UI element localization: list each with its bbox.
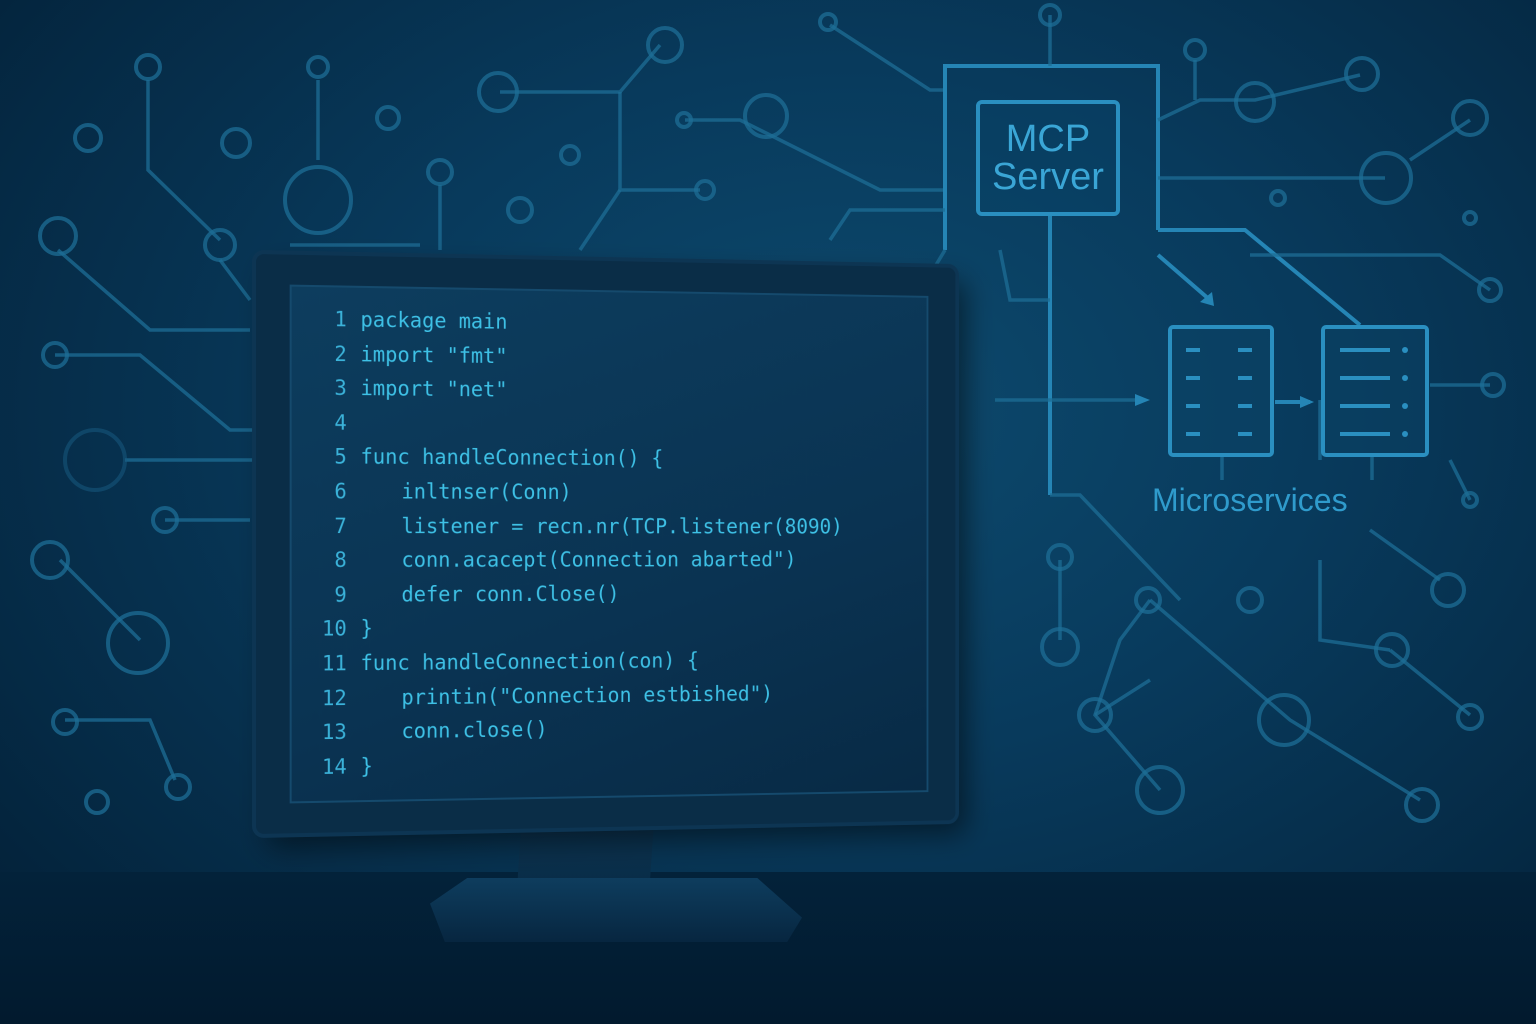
code-line: 6 inltnser(Conn): [292, 479, 927, 515]
code-line: 7 listener = recn.nr(TCP.listener(8090): [292, 514, 927, 549]
code-text: }: [360, 616, 373, 641]
line-number: 3: [334, 376, 347, 401]
line-number: 8: [334, 548, 347, 573]
line-number: 11: [321, 651, 347, 676]
code-line: 5 func handleConnection() {: [292, 445, 927, 482]
code-editor-screen: 1 package main 2 import "fmt" 3 import "net" 4…: [289, 284, 929, 804]
code-line: 9 defer conn.Close(): [292, 581, 927, 617]
line-number: 2: [334, 341, 347, 366]
line-number: 13: [321, 720, 347, 745]
code-text: conn.acacept(Connection abarted"): [401, 548, 797, 572]
code-text: import "net": [360, 376, 508, 402]
code-line: 4: [292, 410, 927, 449]
code-text: inltnser(Conn): [401, 479, 572, 504]
line-number: 1: [334, 307, 347, 332]
code-line: 10}: [292, 614, 927, 652]
code-text: printin("Connection estbished"): [401, 681, 774, 709]
line-number: 12: [321, 685, 347, 710]
line-number: 14: [321, 754, 347, 779]
server-rack-icon: [1321, 325, 1429, 457]
server-rack-icon: [1168, 325, 1274, 457]
code-text: func handleConnection(con) {: [360, 648, 699, 675]
code-line: 3 import "net": [292, 376, 927, 416]
line-number: 4: [334, 410, 347, 435]
line-number: 9: [334, 582, 347, 607]
code-text: }: [360, 754, 373, 779]
monitor-stand-base: [430, 878, 802, 942]
line-number: 7: [334, 513, 347, 538]
line-number: 10: [321, 616, 347, 641]
code-text: listener = recn.nr(TCP.listener(8090): [401, 513, 843, 538]
mcp-server-label-line1: MCP: [1005, 118, 1091, 160]
code-text: defer conn.Close(): [401, 581, 620, 607]
code-text: import "fmt": [360, 342, 508, 368]
mcp-server-label-line2: Server: [992, 156, 1104, 198]
code-listing: 1 package main 2 import "fmt" 3 import "net" 4…: [292, 307, 927, 790]
mcp-server-box: MCP Server: [976, 100, 1120, 216]
code-line: 8 conn.acacept(Connection abarted"): [292, 548, 927, 583]
microservices-label: Microservices: [1152, 482, 1348, 518]
code-text: func handleConnection() {: [360, 445, 664, 471]
line-number: 5: [334, 444, 347, 469]
line-number: 6: [334, 479, 347, 504]
monitor: 1 package main 2 import "fmt" 3 import "net" 4…: [256, 254, 956, 834]
code-text: conn.close(): [401, 717, 548, 744]
code-text: package main: [360, 307, 508, 334]
